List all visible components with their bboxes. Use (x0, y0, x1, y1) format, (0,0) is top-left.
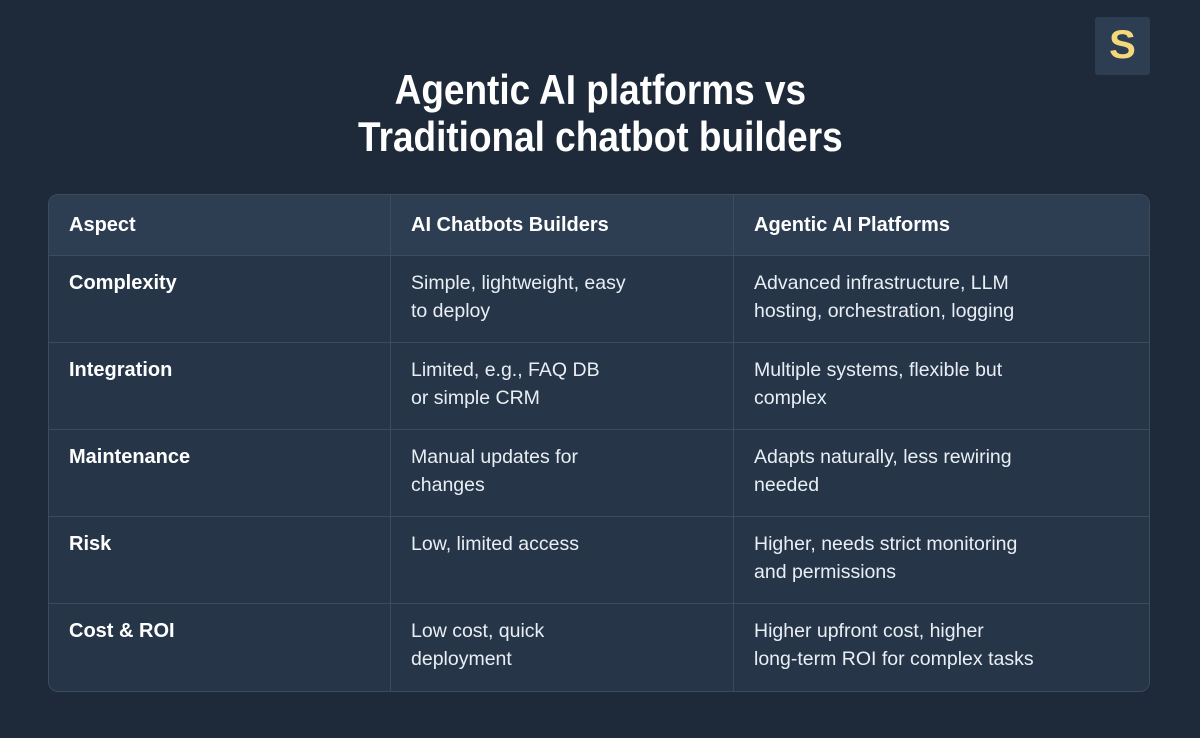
aspect-cell: Cost & ROI (49, 604, 391, 691)
chatbots-value-cell: Low, limited access (391, 517, 734, 604)
aspect-cell: Maintenance (49, 430, 391, 517)
agentic-value-cell: Multiple systems, flexible but complex (734, 343, 1149, 430)
header-cell-aspect: Aspect (49, 195, 391, 256)
title-container: Agentic AI platforms vs Traditional chat… (0, 66, 1200, 160)
comparison-table: Aspect AI Chatbots Builders Agentic AI P… (48, 194, 1150, 692)
chatbots-value-cell: Low cost, quick deployment (391, 604, 734, 691)
page-title: Agentic AI platforms vs Traditional chat… (357, 66, 843, 160)
aspect-cell: Integration (49, 343, 391, 430)
agentic-value-cell: Higher, needs strict monitoring and perm… (734, 517, 1149, 604)
chatbots-value-cell: Manual updates for changes (391, 430, 734, 517)
aspect-cell: Risk (49, 517, 391, 604)
aspect-cell: Complexity (49, 256, 391, 343)
chatbots-value-cell: Simple, lightweight, easy to deploy (391, 256, 734, 343)
brand-logo-letter: S (1109, 22, 1136, 67)
chatbots-value-cell: Limited, e.g., FAQ DB or simple CRM (391, 343, 734, 430)
header-cell-agentic-platforms: Agentic AI Platforms (734, 195, 1149, 256)
brand-logo: S (1095, 17, 1150, 75)
agentic-value-cell: Higher upfront cost, higher long-term RO… (734, 604, 1149, 691)
agentic-value-cell: Adapts naturally, less rewiring needed (734, 430, 1149, 517)
header-cell-chatbot-builders: AI Chatbots Builders (391, 195, 734, 256)
agentic-value-cell: Advanced infrastructure, LLM hosting, or… (734, 256, 1149, 343)
